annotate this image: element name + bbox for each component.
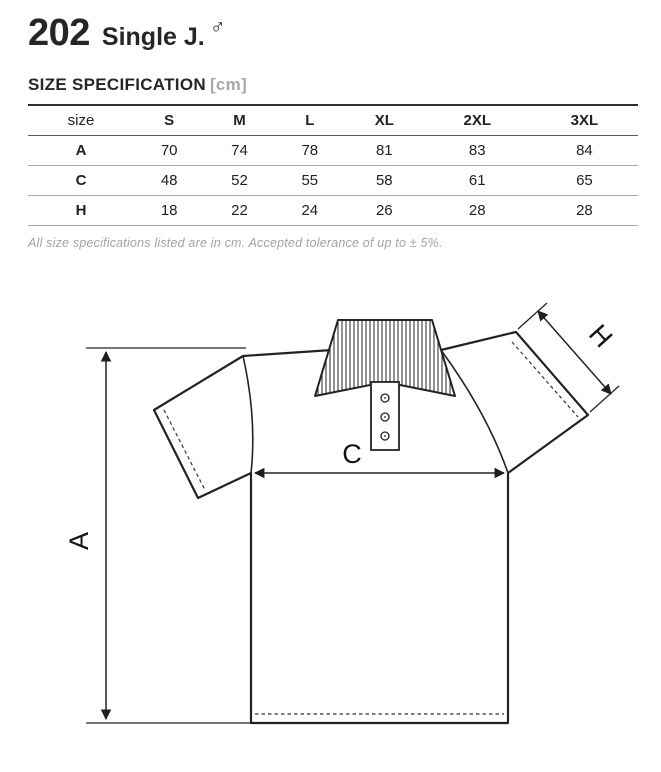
- left-armhole-seam: [242, 355, 254, 473]
- size-value: 81: [375, 141, 393, 159]
- column-header-3xl: 3XL: [530, 105, 638, 136]
- column-header-l: L: [274, 105, 345, 136]
- table-row-c: C 48 52 55 58 61 65: [28, 165, 638, 195]
- collar: [314, 318, 456, 397]
- size-value: 48: [160, 171, 178, 189]
- unit-label: [cm]: [209, 75, 248, 94]
- product-code: 202: [28, 12, 90, 54]
- size-value: 78: [301, 141, 319, 159]
- left-sleeve-stitch: [163, 409, 206, 490]
- column-header-2xl: 2XL: [423, 105, 531, 136]
- table-row-a: A 70 74 78 81 83 84: [28, 135, 638, 165]
- extension-line-h-top: [517, 302, 548, 329]
- size-value: 52: [231, 171, 248, 189]
- row-label-c: C: [75, 171, 87, 189]
- size-value: 24: [301, 201, 319, 219]
- column-header-s: S: [134, 105, 205, 136]
- size-value: 83: [468, 141, 486, 159]
- measure-label-h: H: [583, 318, 618, 353]
- size-table: size S M L XL 2XL 3XL A 70 74 78 81 83 8…: [28, 104, 638, 226]
- buttonhole-dot: [384, 415, 386, 418]
- size-value: 22: [231, 201, 248, 219]
- size-value: 84: [576, 141, 593, 159]
- product-name: Single J.: [101, 23, 205, 51]
- polo-shirt-diagram: A C H: [64, 302, 620, 724]
- size-value: 70: [160, 141, 178, 159]
- size-value: 65: [576, 171, 593, 189]
- buttonhole-dot: [384, 396, 386, 399]
- size-value: 55: [301, 171, 319, 189]
- size-value: 74: [231, 141, 248, 159]
- product-header: 202 Single J. ♂: [28, 12, 639, 55]
- size-value: 18: [160, 201, 178, 219]
- size-value: 26: [375, 201, 393, 219]
- column-header-size: size: [28, 105, 134, 136]
- section-heading: SIZE SPECIFICATION[cm]: [28, 75, 639, 95]
- measure-label-c: C: [342, 439, 362, 469]
- table-header-row: size S M L XL 2XL 3XL: [28, 105, 638, 136]
- male-gender-icon: ♂: [209, 16, 226, 39]
- buttonhole-dot: [384, 434, 386, 437]
- column-header-xl: XL: [344, 105, 424, 136]
- measure-arrow-h: [537, 309, 612, 395]
- section-title: SIZE SPECIFICATION: [28, 75, 206, 94]
- size-value: 28: [576, 201, 593, 219]
- table-row-h: H 18 22 24 26 28 28: [28, 195, 638, 225]
- row-label-a: A: [75, 141, 87, 159]
- extension-line-h-bottom: [589, 385, 620, 412]
- size-value: 28: [468, 201, 486, 219]
- shirt-body-outline: [152, 330, 590, 724]
- tolerance-note: All size specifications listed are in cm…: [28, 235, 443, 250]
- size-value: 61: [468, 171, 486, 189]
- right-armhole-seam: [440, 349, 509, 473]
- size-value: 58: [375, 171, 393, 189]
- column-header-m: M: [204, 105, 275, 136]
- measure-label-a: A: [64, 531, 94, 549]
- row-label-h: H: [75, 201, 87, 219]
